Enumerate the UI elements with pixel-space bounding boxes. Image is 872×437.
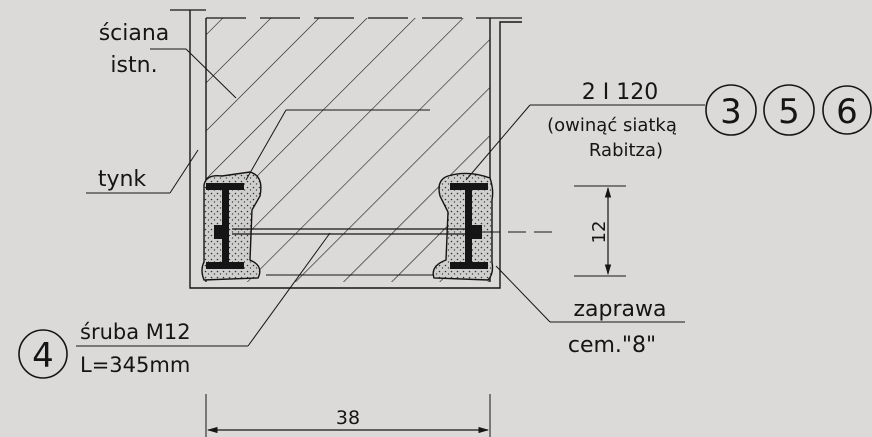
plaster-label: tynk bbox=[98, 167, 147, 192]
dimension-width bbox=[205, 394, 491, 437]
bolt-label: śruba M12 bbox=[80, 320, 191, 344]
beam-label-3: Rabitza) bbox=[589, 140, 663, 161]
left-ibeam bbox=[201, 171, 262, 281]
dimension-height bbox=[574, 185, 626, 277]
marker-6: 6 bbox=[836, 92, 858, 132]
bolt-label-2: L=345mm bbox=[80, 353, 190, 377]
marker-5: 5 bbox=[778, 92, 800, 132]
plaster-layer bbox=[170, 9, 522, 289]
beam-label-2: (owinąć siatką bbox=[547, 115, 677, 136]
wall-label-2: istn. bbox=[110, 53, 157, 78]
existing-wall bbox=[205, 17, 491, 282]
bolt-marker: 4 bbox=[18, 329, 68, 379]
leader-lines bbox=[76, 48, 705, 347]
dimension-height-value: 12 bbox=[589, 221, 610, 244]
mortar-label: zaprawa bbox=[574, 297, 667, 322]
right-ibeam bbox=[432, 172, 494, 281]
beam-markers: 3 5 6 bbox=[705, 84, 872, 136]
wall-label: ściana bbox=[99, 21, 170, 46]
beam-label: 2 I 120 bbox=[582, 80, 658, 105]
mortar-label-2: cem."8" bbox=[568, 333, 656, 358]
marker-3: 3 bbox=[720, 92, 742, 132]
bolt-m12 bbox=[214, 225, 560, 239]
dimension-width-value: 38 bbox=[336, 407, 360, 429]
marker-4: 4 bbox=[32, 336, 54, 376]
